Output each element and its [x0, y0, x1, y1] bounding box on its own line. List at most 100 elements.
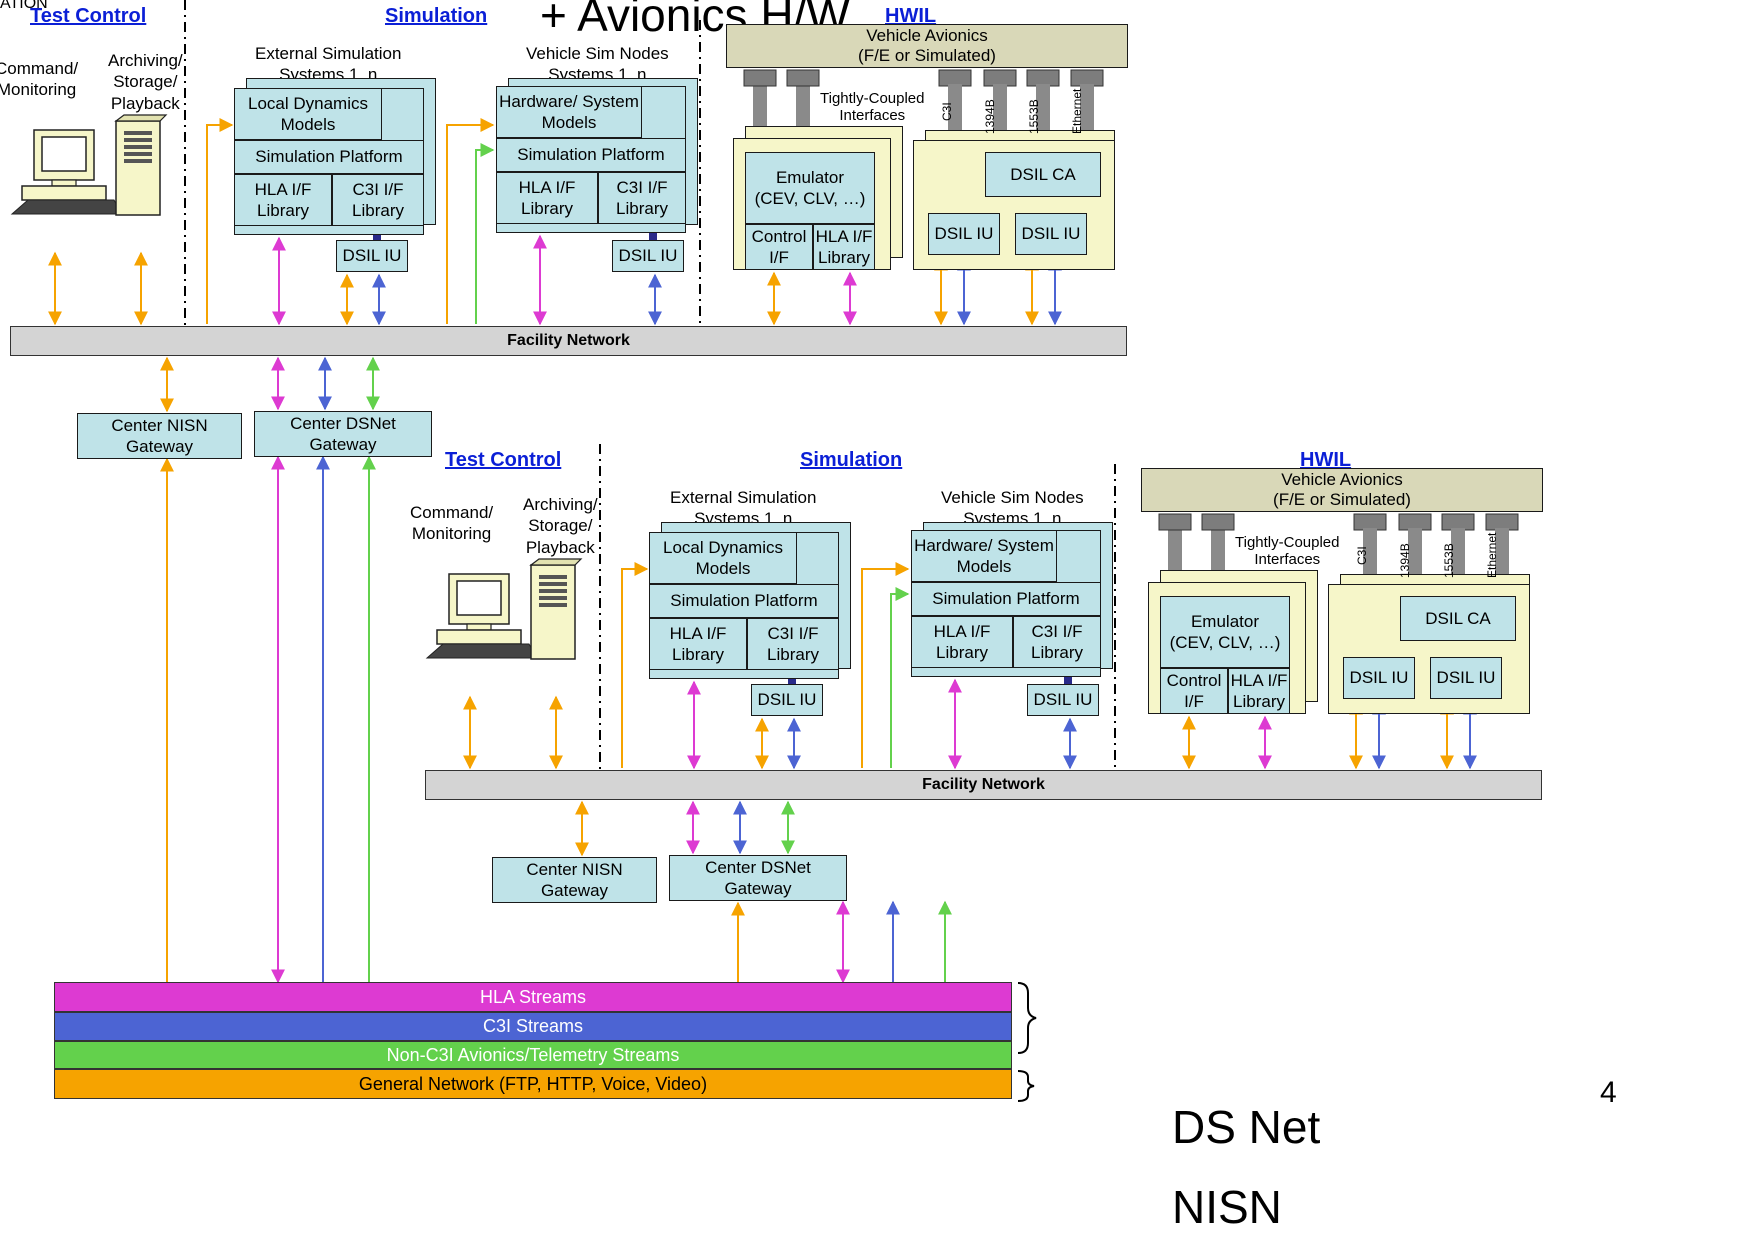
- bottom-server-drive-slot: [539, 582, 567, 586]
- top-dsil-iu-2: DSIL IU: [612, 240, 684, 272]
- top-arrow-ext-elbow: [207, 125, 232, 324]
- bottom-c3i-lib-2: C3I I/F Library: [1013, 616, 1101, 668]
- top-computer-keyboard: [12, 200, 122, 214]
- top-vehicle-avionics: Vehicle Avionics (F/E or Simulated): [726, 24, 1128, 68]
- bottom-stub-top: [1202, 514, 1234, 530]
- bottom-stub-top: [1159, 514, 1191, 530]
- stream-bar-1: C3I Streams: [54, 1012, 1012, 1041]
- page-number: 4: [1600, 1076, 1617, 1110]
- bottom-server-tower: [531, 565, 575, 659]
- bottom-simulation-header[interactable]: Simulation: [800, 449, 902, 472]
- top-test-control-header[interactable]: Test Control: [30, 5, 146, 28]
- bottom-vertical-label-2: 1553B: [1442, 543, 1456, 578]
- top-server-drive-slot: [124, 138, 152, 142]
- bottom-dsil-iu-2: DSIL IU: [1027, 684, 1099, 716]
- top-emulator-box: Emulator (CEV, CLV, …): [745, 152, 875, 224]
- top-hla-if-box: HLA I/F Library: [813, 224, 875, 270]
- stream-bar-0: HLA Streams: [54, 982, 1012, 1012]
- bottom-computer-base: [437, 630, 521, 644]
- bottom-dsil-ca-box: DSIL CA: [1400, 596, 1516, 641]
- top-server-drive-slot: [124, 145, 152, 149]
- top-simulation-header[interactable]: Simulation: [385, 5, 487, 28]
- bottom-tightly-coupled-label: Tightly-Coupled Interfaces: [1235, 534, 1340, 569]
- bottom-stub-top: [1354, 514, 1386, 530]
- top-stub-top: [984, 70, 1016, 86]
- top-dsil-ca-box: DSIL CA: [985, 152, 1101, 197]
- top-stub-top: [1071, 70, 1103, 86]
- top-vertical-label-2: 1553B: [1027, 99, 1041, 134]
- top-server-drive-slot: [124, 152, 152, 156]
- top-hardware-system-box: Hardware/ System Models: [496, 86, 642, 138]
- top-dsil-iu-4: DSIL IU: [1015, 213, 1087, 255]
- top-server-drive-slot: [124, 159, 152, 163]
- bottom-sim-platform-2: Simulation Platform: [911, 582, 1101, 616]
- nisn-label: NISN: [1172, 1180, 1282, 1234]
- top-dsnet-gateway: Center DSNet Gateway: [254, 411, 432, 457]
- top-c3i-lib-2: C3I I/F Library: [598, 172, 686, 224]
- top-stub-top: [787, 70, 819, 86]
- ds-net-brace: [1018, 983, 1036, 1053]
- bottom-hla-if-box: HLA I/F Library: [1228, 668, 1290, 714]
- top-computer-neck: [52, 180, 76, 186]
- top-command-monitoring-label: Command/ Monitoring: [0, 58, 78, 101]
- bottom-dsil-iu-1: DSIL IU: [751, 684, 823, 716]
- top-stub-top: [744, 70, 776, 86]
- bottom-server-tower-top: [531, 559, 581, 565]
- top-sim-platform-1: Simulation Platform: [234, 140, 424, 174]
- bottom-dsil-iu-4: DSIL IU: [1430, 657, 1502, 699]
- bottom-server-drive-slot: [539, 589, 567, 593]
- top-c3i-lib-1: C3I I/F Library: [332, 174, 424, 226]
- top-hla-lib-1: HLA I/F Library: [234, 174, 332, 226]
- bottom-computer-neck: [467, 624, 491, 630]
- top-nisn-gateway: Center NISN Gateway: [77, 413, 242, 459]
- ds-net-label: DS Net: [1172, 1100, 1320, 1154]
- bottom-computer-screen: [457, 581, 501, 615]
- top-vertical-label-3: Ethernet: [1070, 89, 1084, 134]
- bottom-c3i-lib-1: C3I I/F Library: [747, 618, 839, 670]
- top-dsil-iu-1: DSIL IU: [336, 240, 408, 272]
- top-tightly-coupled-label: Tightly-Coupled Interfaces: [820, 90, 925, 125]
- bottom-stub-top: [1399, 514, 1431, 530]
- bottom-emulator-box: Emulator (CEV, CLV, …): [1160, 596, 1290, 668]
- top-control-if-box: Control I/F: [745, 224, 813, 270]
- bottom-hla-lib-1: HLA I/F Library: [649, 618, 747, 670]
- bottom-facility-network: Facility Network: [425, 770, 1542, 800]
- top-dsil-iu-3: DSIL IU: [928, 213, 1000, 255]
- bottom-nisn-gateway: Center NISN Gateway: [492, 857, 657, 903]
- top-stub-top: [1027, 70, 1059, 86]
- bottom-test-control-header[interactable]: Test Control: [445, 449, 561, 472]
- top-vertical-label-1: 1394B: [983, 99, 997, 134]
- bottom-command-monitoring-label: Command/ Monitoring: [410, 502, 493, 545]
- bottom-control-if-box: Control I/F: [1160, 668, 1228, 714]
- stream-bar-2: Non-C3I Avionics/Telemetry Streams: [54, 1041, 1012, 1069]
- bottom-dsil-iu-3: DSIL IU: [1343, 657, 1415, 699]
- bottom-local-dynamics-box: Local Dynamics Models: [649, 532, 797, 584]
- bottom-hardware-system-box: Hardware/ System Models: [911, 530, 1057, 582]
- top-server-tower: [116, 121, 160, 215]
- bottom-server-drive-slot: [539, 596, 567, 600]
- top-server-drive-slot: [124, 131, 152, 135]
- top-computer-screen: [42, 137, 86, 171]
- stream-bar-3: General Network (FTP, HTTP, Voice, Video…: [54, 1069, 1012, 1099]
- bottom-server-drive-slot: [539, 603, 567, 607]
- bottom-vehicle-avionics: Vehicle Avionics (F/E or Simulated): [1141, 468, 1543, 512]
- top-arrow-veh-elbow-g: [476, 150, 493, 324]
- top-computer-base: [22, 186, 106, 200]
- top-facility-network: Facility Network: [10, 326, 1127, 356]
- top-hla-lib-2: HLA I/F Library: [496, 172, 598, 224]
- bottom-arrow-veh-elbow-o: [862, 569, 908, 768]
- bottom-sim-platform-1: Simulation Platform: [649, 584, 839, 618]
- bottom-dsnet-gateway: Center DSNet Gateway: [669, 855, 847, 901]
- top-arrow-veh-elbow-o: [447, 125, 493, 324]
- bottom-vertical-label-0: C3I: [1355, 546, 1369, 565]
- bottom-hla-lib-2: HLA I/F Library: [911, 616, 1013, 668]
- top-server-tower-top: [116, 115, 166, 121]
- bottom-arrow-ext-elbow: [622, 569, 647, 768]
- bottom-computer-keyboard: [427, 644, 537, 658]
- bottom-server-drive-slot: [539, 575, 567, 579]
- top-sim-platform-2: Simulation Platform: [496, 138, 686, 172]
- top-local-dynamics-box: Local Dynamics Models: [234, 88, 382, 140]
- nisn-brace: [1018, 1071, 1034, 1101]
- bottom-vertical-label-3: Ethernet: [1485, 533, 1499, 578]
- top-archiving-label: Archiving/ Storage/ Playback: [108, 50, 183, 114]
